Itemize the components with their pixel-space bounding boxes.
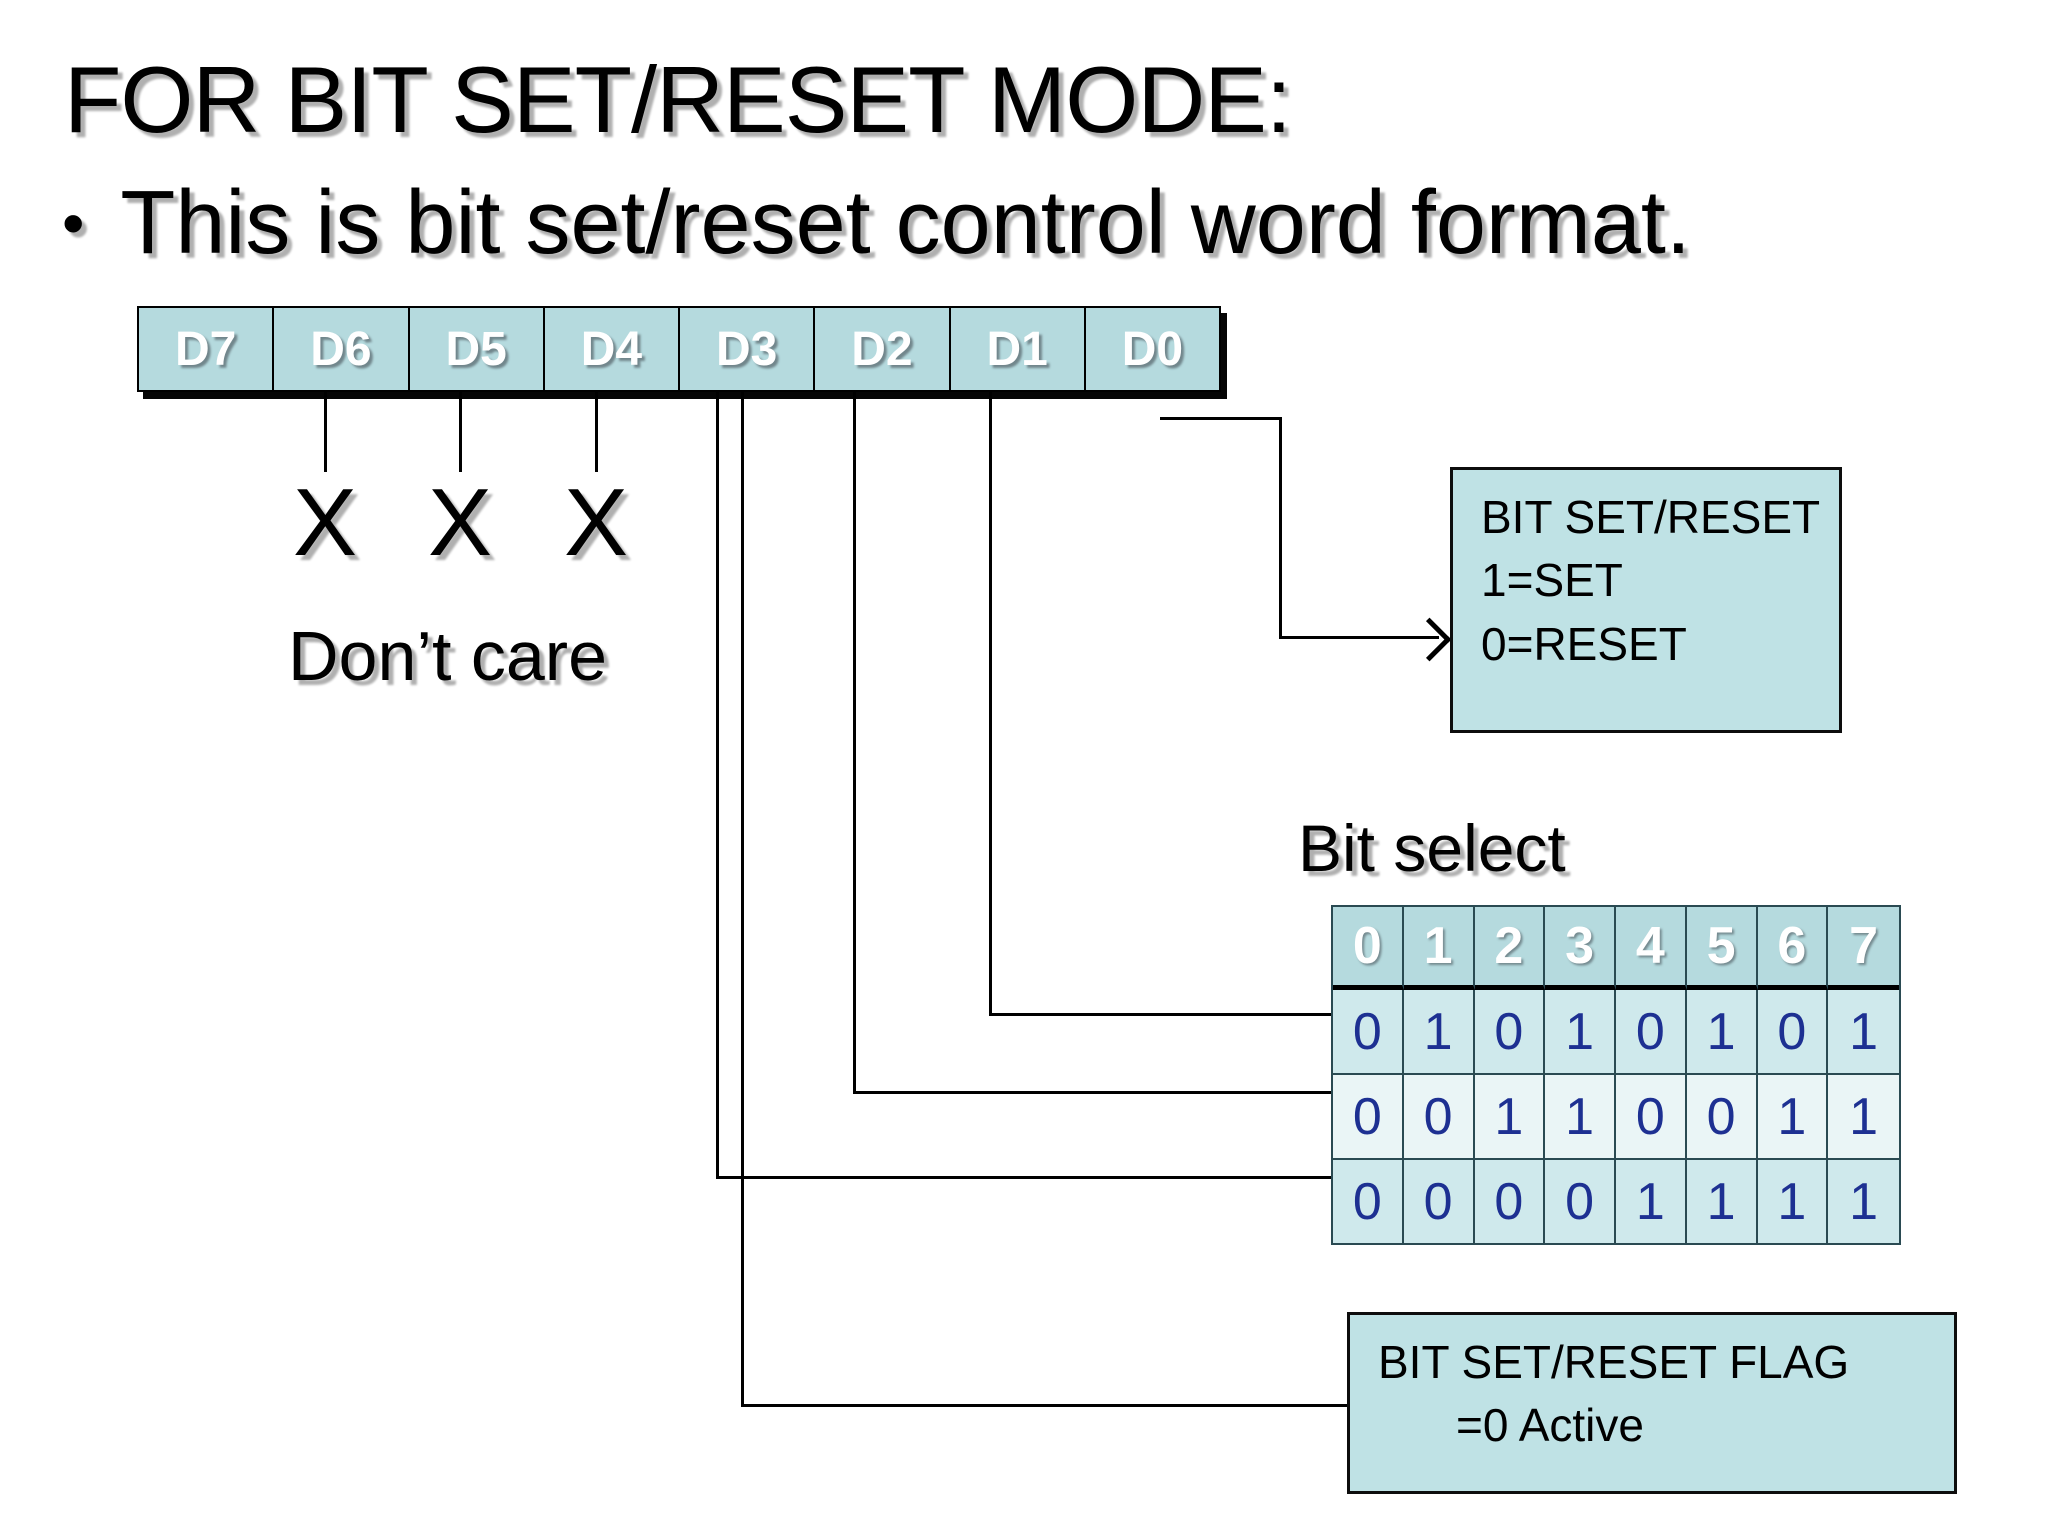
connector-d5-stub	[459, 392, 462, 472]
register-bit-d4: D4	[542, 308, 678, 390]
table-cell: 1	[1474, 1075, 1546, 1160]
table-row-d2: 0 0 1 1 0 0 1 1	[1333, 1075, 1899, 1160]
bullet-marker: •	[62, 187, 85, 259]
table-cell: 0	[1757, 990, 1829, 1075]
table-row-d1: 0 1 0 1 0 1 0 1	[1333, 990, 1899, 1075]
register-bit-d7: D7	[174, 322, 237, 376]
register-bit-d6: D6	[272, 308, 407, 390]
table-cell: 0	[1333, 1160, 1404, 1243]
table-cell: 1	[1828, 990, 1899, 1075]
table-header-cell: 0	[1333, 907, 1404, 990]
table-cell: 1	[1616, 1160, 1687, 1243]
table-cell: 0	[1686, 1075, 1758, 1160]
slide-title: FOR BIT SET/RESET MODE:	[64, 47, 1292, 152]
register-bit-d5: D5	[407, 308, 543, 390]
table-cell: 0	[1403, 1160, 1475, 1243]
dont-care-x-1: X	[293, 469, 358, 576]
flag-box-line1: BIT SET/RESET FLAG	[1378, 1336, 1850, 1388]
connector-flag-v	[741, 392, 744, 1407]
bit-select-table: 0 1 2 3 4 5 6 7 0 1 0 1 0 1 0 1 0 0 1 1 …	[1331, 905, 1901, 1245]
register-bit-d1: D1	[948, 308, 1084, 390]
bullet-line: • This is bit set/reset control word for…	[62, 172, 1691, 275]
bit-select-label: Bit select	[1298, 811, 1566, 885]
table-header-cell: 4	[1616, 907, 1687, 990]
set-reset-box: BIT SET/RESET 1=SET 0=RESET	[1450, 467, 1842, 733]
flag-box-line2: =0 Active	[1456, 1399, 1644, 1452]
table-cell: 1	[1757, 1160, 1829, 1243]
connector-d4-stub	[595, 392, 598, 472]
connector-d0-h1	[1160, 417, 1282, 420]
table-header-cell: 2	[1474, 907, 1546, 990]
table-cell: 1	[1828, 1075, 1899, 1160]
set-reset-box-line2: 1=SET	[1481, 554, 1623, 607]
table-header-cell: 5	[1686, 907, 1758, 990]
table-header-cell: 6	[1757, 907, 1829, 990]
dont-care-label: Don’t care	[288, 617, 608, 695]
connector-d1-v	[989, 392, 992, 1016]
table-cell: 1	[1757, 1075, 1829, 1160]
table-cell: 1	[1545, 1075, 1616, 1160]
table-header-cell: 7	[1828, 907, 1899, 990]
connector-flag-h	[741, 1404, 1350, 1407]
register-bit-d2: D2	[813, 308, 948, 390]
arrowhead-set-reset	[1407, 617, 1452, 662]
table-cell: 0	[1333, 1075, 1404, 1160]
connector-d2-v	[853, 392, 856, 1094]
table-cell: 0	[1474, 990, 1546, 1075]
table-cell: 1	[1828, 1160, 1899, 1243]
register-bit-d3: D3	[678, 308, 813, 390]
table-header-cell: 1	[1403, 907, 1475, 990]
connector-d2-h	[853, 1091, 1348, 1094]
set-reset-box-line3: 0=RESET	[1481, 617, 1687, 670]
connector-d6-stub	[324, 392, 327, 472]
table-cell: 1	[1403, 990, 1475, 1075]
table-header-cell: 3	[1545, 907, 1616, 990]
table-row-d3: 0 0 0 0 1 1 1 1	[1333, 1160, 1899, 1243]
bit-select-header-row: 0 1 2 3 4 5 6 7	[1333, 907, 1899, 990]
table-cell: 0	[1616, 990, 1687, 1075]
table-cell: 0	[1616, 1075, 1687, 1160]
set-reset-box-line1: BIT SET/RESET	[1481, 491, 1821, 543]
connector-d0-h2	[1279, 636, 1439, 639]
table-cell: 1	[1545, 990, 1616, 1075]
connector-d3-h	[716, 1176, 1348, 1179]
bullet-text: This is bit set/reset control word forma…	[120, 173, 1691, 273]
table-cell: 0	[1545, 1160, 1616, 1243]
connector-d3-v	[716, 392, 719, 1179]
dont-care-x-3: X	[564, 469, 629, 576]
table-cell: 1	[1686, 1160, 1758, 1243]
dont-care-x-2: X	[428, 469, 493, 576]
table-cell: 0	[1333, 990, 1404, 1075]
register-bit-d0: D0	[1083, 308, 1219, 390]
control-word-register: D7 D6 D5 D4 D3 D2 D1 D0	[137, 306, 1221, 392]
connector-d0-v	[1279, 417, 1282, 639]
flag-box: BIT SET/RESET FLAG =0 Active	[1347, 1312, 1957, 1494]
table-cell: 0	[1474, 1160, 1546, 1243]
table-cell: 0	[1403, 1075, 1475, 1160]
connector-d1-h	[989, 1013, 1348, 1016]
table-cell: 1	[1686, 990, 1758, 1075]
